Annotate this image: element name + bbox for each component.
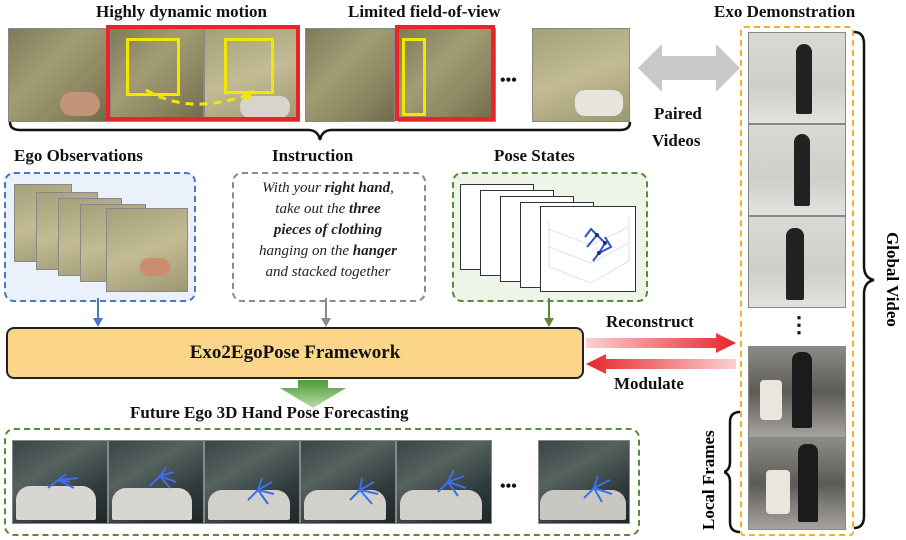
motion-arrow xyxy=(145,88,254,106)
dynamic-motion-label: Highly dynamic motion xyxy=(96,2,267,21)
clothing-shape xyxy=(540,490,626,520)
paired-label-2: Videos xyxy=(652,131,701,150)
hand-skeleton-5 xyxy=(437,469,467,497)
ego-frame-4 xyxy=(305,28,395,122)
person-shape xyxy=(786,228,804,300)
hand-skeleton-2 xyxy=(149,467,177,489)
hand-shape xyxy=(140,258,170,276)
instr-l1b: right hand xyxy=(324,180,391,196)
person-shape xyxy=(794,134,810,206)
paired-label-1: Paired xyxy=(654,104,702,123)
instr-l2a: take out the xyxy=(275,201,350,217)
ellipsis-top: ••• xyxy=(500,72,517,89)
limited-fov-label: Limited field-of-view xyxy=(348,2,501,21)
ellipsis-bottom: ••• xyxy=(500,478,517,495)
forecasting-box xyxy=(4,428,640,536)
modulate-label: Modulate xyxy=(614,374,684,393)
person-shape xyxy=(792,352,812,428)
dynamic-motion-highlight xyxy=(106,25,300,121)
exo-demo-box xyxy=(740,26,854,536)
hand-skeleton-6 xyxy=(583,475,613,503)
modulate-arrow xyxy=(586,354,736,374)
clothing-shape xyxy=(400,490,482,520)
hand-skeleton-1 xyxy=(47,473,79,489)
arrow-pose-down xyxy=(544,298,554,327)
hand-shape xyxy=(60,92,100,116)
ego-obs-card xyxy=(106,208,188,292)
global-video-label: Global Video xyxy=(883,232,902,327)
framework-box: Exo2EgoPose Framework xyxy=(6,327,584,379)
person-shape xyxy=(796,44,812,114)
ellipsis-exo: ⋮ xyxy=(788,312,810,337)
instr-l4a: hanging on the xyxy=(259,243,353,259)
hand-shape xyxy=(240,96,290,118)
arrow-ego-down xyxy=(93,298,103,327)
local-frames-brace xyxy=(724,410,741,534)
exo-frame-5 xyxy=(748,438,846,530)
arrow-instruction-down xyxy=(321,298,331,327)
instr-l2b: three xyxy=(349,201,381,217)
instr-l4b: hanger xyxy=(352,243,397,259)
clothing-shape xyxy=(112,488,192,520)
instr-l5: and stacked together xyxy=(265,264,391,280)
clothing-shape xyxy=(16,486,96,520)
instr-l1a: With your xyxy=(262,180,325,196)
reconstruct-arrow xyxy=(586,333,736,353)
instruction-text: With your right hand, take out the three… xyxy=(234,178,422,283)
global-video-brace xyxy=(853,30,875,530)
limited-fov-highlight xyxy=(395,25,495,121)
ego-frame-5 xyxy=(398,28,496,122)
clothing-shape xyxy=(208,490,290,520)
clothing-rack-shape xyxy=(766,470,790,514)
clothing-shape xyxy=(304,490,386,520)
forecasting-label: Future Ego 3D Hand Pose Forecasting xyxy=(130,403,409,422)
paired-videos-arrow xyxy=(638,44,740,92)
instruction-label: Instruction xyxy=(272,146,354,165)
forecast-arrow xyxy=(280,380,346,408)
hand-skeleton-3 xyxy=(247,477,275,505)
instr-l1c: , xyxy=(390,180,394,196)
pose-states-label: Pose States xyxy=(494,146,575,165)
ego-observations-label: Ego Observations xyxy=(14,146,143,165)
ego-frame-2 xyxy=(110,28,204,122)
exo-demo-label: Exo Demonstration xyxy=(714,2,856,21)
top-brace xyxy=(8,121,632,141)
reconstruct-label: Reconstruct xyxy=(606,312,694,331)
hand-skeleton-4 xyxy=(349,477,379,505)
instruction-box xyxy=(232,172,426,302)
pose-3d-plot xyxy=(540,206,636,292)
clothing-rack-shape xyxy=(760,380,782,420)
yellow-box-3 xyxy=(402,38,426,116)
yellow-box-1 xyxy=(126,38,180,96)
instr-l3: pieces of clothing xyxy=(273,222,383,238)
person-shape xyxy=(798,444,818,522)
hand-shape xyxy=(575,90,623,116)
local-frames-label: Local Frames xyxy=(699,430,718,530)
